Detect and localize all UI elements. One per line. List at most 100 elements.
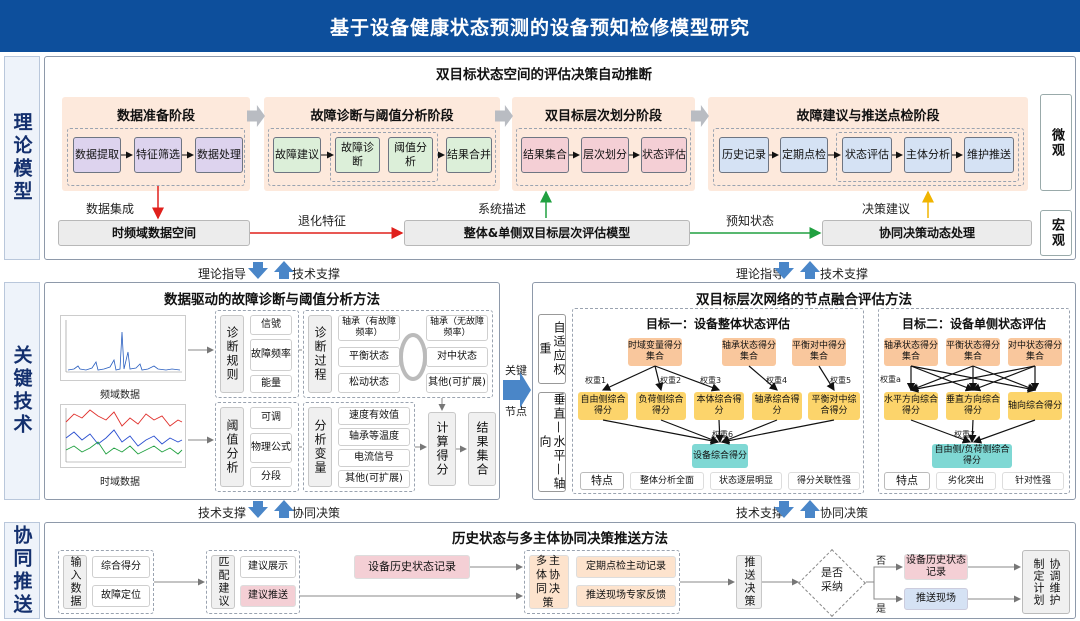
g1-mid: 轴承综合得分 [752,392,802,420]
panel-collab-title: 历史状态与多主体协同决策推送方法 [452,531,668,547]
g1-feature-label: 特点 [580,472,624,490]
g1-mid: 负荷侧综合得分 [636,392,686,420]
g2-weight: 权重7 [954,430,976,439]
diag-item: 故障频率 [250,339,292,371]
diag-rules: 诊断规则 [220,315,244,393]
box-history: 历史记录 [719,137,769,173]
g1-feature: 状态逐层明显 [710,472,782,490]
box-state-eval: 状态评估 [641,137,687,173]
panel-data-driven-title: 数据驱动的故障诊断与阈值分析方法 [164,292,380,308]
section-theory: 理论模型 [4,56,40,260]
box-dual-model: 整体&单侧双目标层次评估模型 [404,220,690,246]
stage-group [268,128,496,186]
g1-top: 平衡对中得分集合 [792,338,846,366]
input-data: 输入数据 [63,555,87,609]
g2-mid: 轴向综合得分 [1008,392,1062,420]
g2-mid: 水平方向综合得分 [884,392,938,420]
diag-process: 诊断过程 [308,315,332,393]
match-push: 建议推送 [240,585,296,607]
multi-item: 推送现场专家反馈 [576,585,676,607]
plan-box: 制定计划 协调维护 [1022,550,1070,614]
label-degrade: 退化特征 [298,214,347,228]
g2-feature: 劣化突出 [936,472,996,490]
multi-decision: 多主体协同决策 [529,554,569,609]
stage-arrow [691,105,709,127]
g1-weight: 权重4 [766,376,788,385]
g1-final: 设备综合得分 [692,444,748,468]
g1-weight: 权重6 [712,430,734,439]
g1-weight: 权重1 [585,376,607,385]
g1-links [601,365,835,445]
push-decision: 推送决策 [736,555,762,609]
box-fault-advice: 故障建议 [273,137,321,173]
g1-weight: 权重5 [830,376,852,385]
rec-history: 设备历史状态记录 [904,554,968,580]
label-theory-guide-right: 理论指导 [736,267,785,281]
section-collab: 协同推送 [4,522,40,619]
calc-score: 计算得分 [428,412,456,486]
multi-item: 定期点检主动记录 [576,556,676,578]
label-tech-support-2l: 技术支撑 [198,506,247,520]
label-collab-decision-2r: 协同决策 [820,506,869,520]
stage-title: 故障建议与推送点检阶段 [796,109,940,124]
g2-feature-label: 特点 [884,472,930,490]
p1-arrows [121,151,963,239]
label-decision: 决策建议 [862,202,911,216]
plan-label: 制定计划 [1032,558,1045,606]
label-theory-guide-left: 理论指导 [198,267,247,281]
threshold-group [215,402,299,492]
match-advice: 匹配建议 [211,555,235,609]
var-item: 速度有效值 [338,407,410,425]
g2-top: 平衡状态得分集合 [946,338,1000,366]
label-integrate: 数据集成 [86,202,135,216]
panel-theory-title: 双目标状态空间的评估决策自动推断 [436,67,652,83]
g1-weight: 权重3 [700,376,722,385]
stage-title: 双目标层次划分阶段 [544,109,662,124]
label-no: 否 [876,556,886,567]
proc-item: 轴承（有故障频率） [338,315,400,341]
g1-weight: 权重2 [660,376,682,385]
proc-item: 松动状态 [338,373,400,393]
var-item: 电流信号 [338,449,410,467]
box-layering: 层次划分 [581,137,629,173]
input-item: 综合得分 [92,556,150,578]
g2-weight: 权重a [880,375,901,384]
goal1-group [572,308,864,494]
box-threshold: 阈值分析 [388,137,433,173]
var-item: 其他(可扩展) [338,470,410,488]
proc-item: 其他(可扩展) [426,373,488,393]
label-node: 节点 [505,405,527,418]
history-record: 设备历史状态记录 [354,555,470,579]
box-data-process: 数据处理 [195,137,243,173]
label-predict: 预知状态 [726,214,775,228]
stage-group [516,128,691,186]
box-tf-space: 时频域数据空间 [58,220,250,246]
adopt-question: 是否采纳 [821,566,843,593]
threshold-analysis: 阈值分析 [220,407,244,487]
label-tech-support-right: 技术支撑 [820,267,869,281]
box-maint-push: 维护推送 [964,137,1014,173]
box-subject-analysis: 主体分析 [904,137,952,173]
freq-spectrum [65,320,182,373]
label-yes: 是 [876,604,886,615]
g1-mid: 平衡对中综合得分 [808,392,860,420]
analysis-vars: 分析变量 [308,407,332,487]
g1-top: 轴承状态得分集合 [722,338,776,366]
g2-top: 轴承状态得分集合 [884,338,938,366]
match-group [206,550,300,614]
match-item: 建议展示 [240,556,296,578]
g2-feature: 针对性强 [1002,472,1064,490]
input-group [58,550,154,614]
stage-arrow [247,105,265,127]
box-collab-dynamic: 协同决策动态处理 [822,220,1032,246]
box-state-eval-2: 状态评估 [842,137,892,173]
g1-mid: 本体综合得分 [694,392,744,420]
g2-top: 对中状态得分集合 [1008,338,1062,366]
time-caption: 时域数据 [100,477,140,488]
page-title: 基于设备健康状态预测的设备预知检修模型研究 [0,0,1080,52]
coop-label: 协调维护 [1048,558,1061,606]
label-sysdesc: 系统描述 [478,202,527,216]
goal1-title: 目标一：设备整体状态评估 [645,317,790,331]
goal2-title: 目标二：设备单侧状态评估 [901,317,1046,331]
